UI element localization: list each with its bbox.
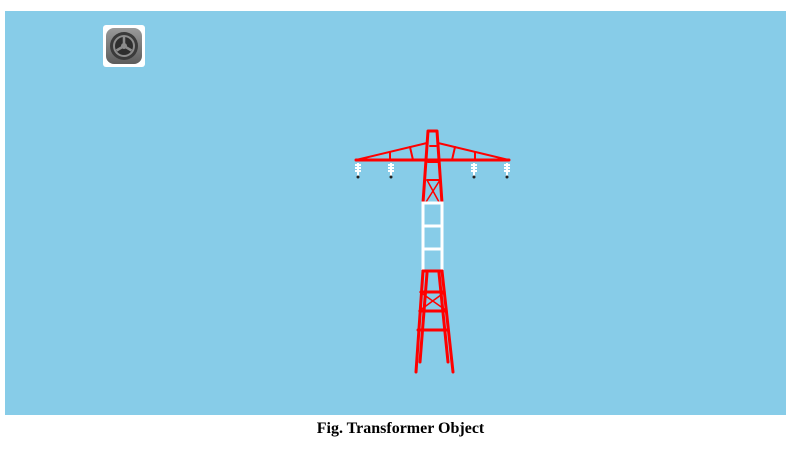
insulator-3 (471, 163, 477, 179)
insulators (355, 163, 510, 179)
tower-mid-section (421, 201, 444, 273)
gear-icon (106, 28, 142, 64)
insulator-4 (504, 163, 510, 179)
insulator-1 (355, 163, 361, 179)
settings-button[interactable] (103, 25, 145, 67)
insulator-2 (388, 163, 394, 179)
scene-viewport[interactable] (5, 11, 786, 415)
tower-base-section (414, 269, 455, 374)
figure-caption: Fig. Transformer Object (316, 420, 485, 437)
tower-top-section (354, 129, 511, 205)
